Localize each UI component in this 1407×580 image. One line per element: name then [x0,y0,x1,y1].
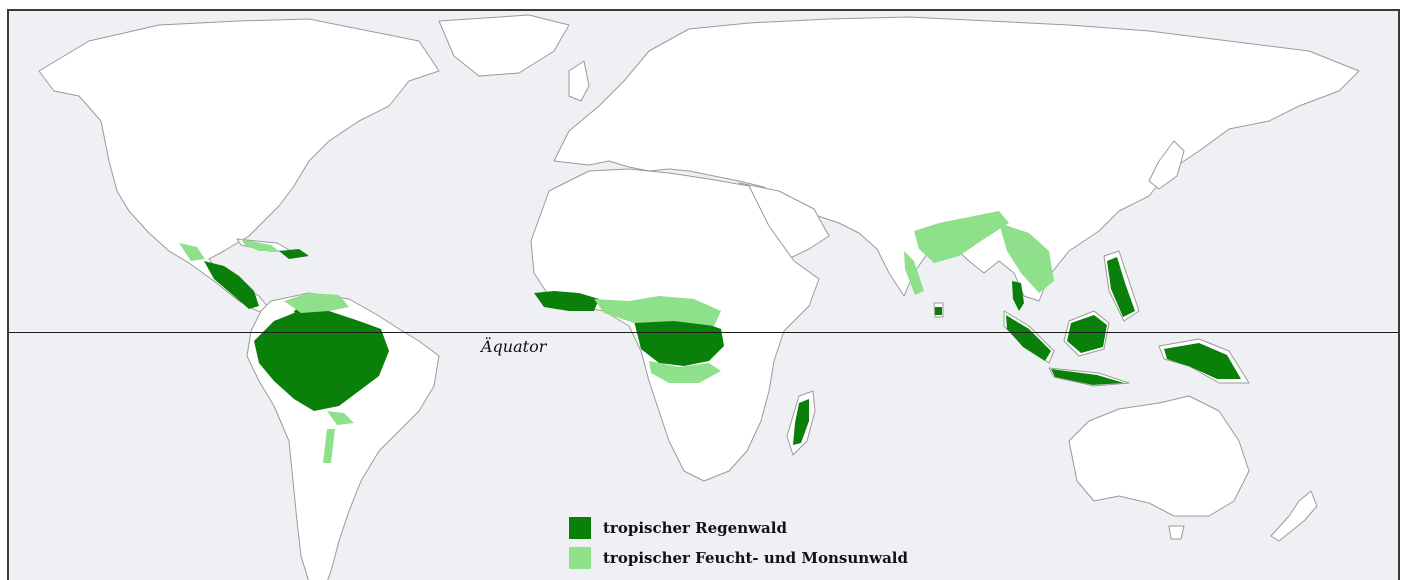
rainforest-congo [634,319,724,366]
legend-swatch-monsoon-forest [569,547,591,569]
equator-line [9,332,1398,333]
rainforest-amazon [254,311,389,411]
rainforest-borneo [1067,315,1107,353]
legend-item-monsoon-forest: tropischer Feucht- und Monsunwald [569,543,908,573]
monsoon-india-west [904,251,924,295]
landmass-tasmania [1168,525,1185,540]
rainforest-philippines [1107,257,1135,317]
rainforest-new-guinea [1164,343,1241,379]
monsoon-west-africa [594,296,721,326]
map-legend: tropischer Regenwald tropischer Feucht- … [569,513,908,573]
equator-label: Äquator [481,337,547,356]
landmass-japan [1148,140,1185,190]
monsoon-brazil-strip [323,429,335,463]
landmass-north-america [38,18,440,312]
landmass-british-isles [568,60,590,102]
monsoon-mexico [179,243,205,261]
tropical-monsoon-forest-regions [179,211,1054,463]
rainforest-central-america [204,261,259,309]
monsoon-cuba [241,239,279,251]
monsoon-indochina [999,223,1054,293]
legend-item-rainforest: tropischer Regenwald [569,513,908,543]
rainforest-caribbean [279,249,309,259]
landmass-new-zealand [1270,490,1318,542]
legend-label-monsoon-forest: tropischer Feucht- und Monsunwald [603,549,908,567]
rainforest-malaysia [1012,281,1024,311]
rainforest-java [1051,369,1124,385]
legend-swatch-rainforest [569,517,591,539]
monsoon-bolivia [327,411,354,425]
world-map: Äquator tropischer Regenwald tropischer … [7,9,1400,580]
monsoon-congo-south [649,361,721,383]
legend-label-rainforest: tropischer Regenwald [603,519,787,537]
rainforest-madagascar [793,399,809,445]
landmass-australia [1068,395,1250,517]
landmass-greenland [438,14,570,77]
monsoon-venezuela [284,293,349,313]
rainforest-sri-lanka [935,307,942,315]
rainforest-west-africa [534,291,599,311]
map-canvas [38,14,1360,580]
monsoon-india-east [914,211,1009,263]
rainforest-sumatra [1006,315,1051,361]
